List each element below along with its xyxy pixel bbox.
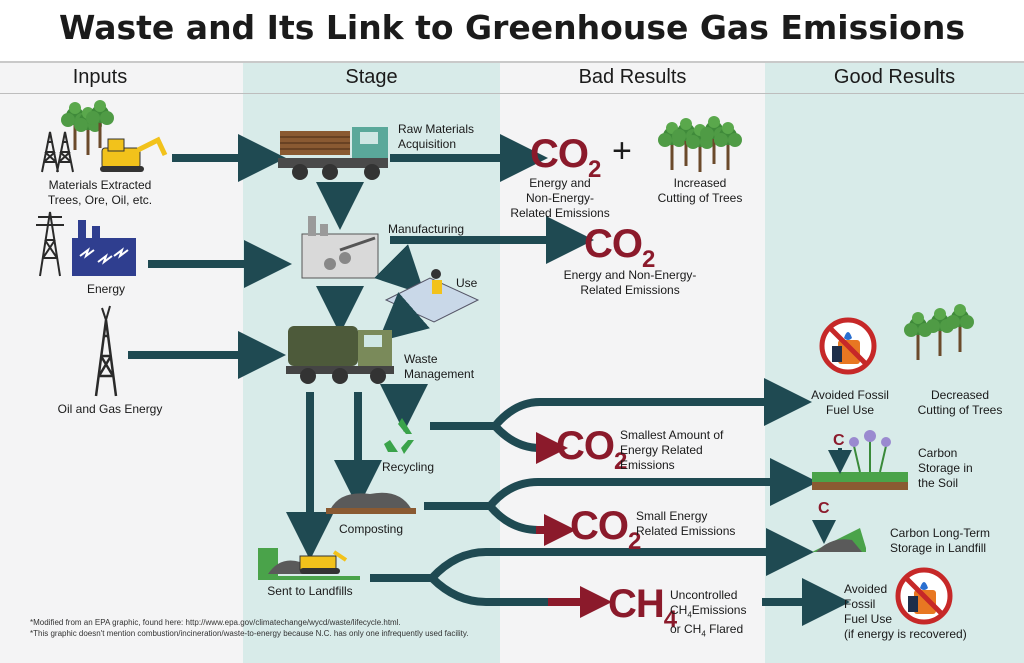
label-compost-emissions: Small Energy Related Emissions (636, 509, 736, 538)
label-sent-to-landfills: Sent to Landfills (267, 584, 353, 598)
label-use: Use (456, 276, 478, 290)
label-raw-materials: Raw Materials Acquisition (398, 122, 475, 151)
decreased-trees-icon (902, 302, 976, 362)
excavator-icon (100, 136, 168, 172)
co2-recycling: CO2 (556, 424, 628, 475)
bulldozer-landfill-icon (258, 548, 360, 580)
header-divider (0, 93, 1024, 94)
column-header-stage: Stage (345, 66, 398, 88)
no-fossil-fuel-icon (822, 320, 874, 372)
page-title: Waste and Its Link to Greenhouse Gas Emi… (59, 8, 965, 47)
label-energy: Energy (86, 282, 126, 296)
label-manufacturing-emissions: Energy and Non-Energy- Related Emissions (563, 268, 697, 297)
recycling-icon (384, 418, 414, 454)
label-waste-management: Waste Management (404, 352, 475, 381)
label-recycling: Recycling (381, 460, 435, 474)
column-header-bad-results: Bad Results (578, 66, 687, 88)
soil-flower-icon (812, 430, 908, 490)
column-header-good-results: Good Results (833, 66, 956, 88)
manufacturing-machine-icon (301, 216, 379, 279)
label-manufacturing: Manufacturing (388, 222, 465, 236)
label-avoided-fossil: Avoided Fossil Fuel Use (811, 388, 889, 417)
carbon-letter-landfill: C (818, 500, 830, 517)
label-landfill-emissions: Uncontrolled CH4Emissions or CH4 Flared (670, 588, 747, 639)
carbon-letter-soil: C (833, 432, 845, 449)
co2-composting: CO2 (570, 504, 642, 555)
label-oil-gas-energy: Oil and Gas Energy (57, 402, 163, 416)
label-recycling-emissions: Smallest Amount of Energy Related Emissi… (620, 428, 724, 472)
footnote-2: *This graphic doesn't mention combustion… (30, 629, 469, 638)
label-avoided-fossil-recovered: Avoided Fossil Fuel Use (if energy is re… (844, 582, 967, 641)
label-raw-emissions: Energy and Non-Energy- Related Emissions (510, 176, 610, 220)
label-carbon-landfill: Carbon Long-Term Storage in Landfill (890, 526, 991, 555)
column-header-inputs: Inputs (72, 66, 128, 88)
power-tower-icon (36, 211, 64, 277)
log-truck-icon (278, 127, 388, 180)
ch4-landfill: CH4 (608, 582, 678, 633)
co2-manufacturing: CO2 (584, 222, 656, 273)
label-carbon-soil: Carbon Storage in the Soil (918, 446, 973, 490)
plus-sign: + (612, 132, 632, 170)
oil-derrick-icon (94, 305, 118, 397)
oil-derricks-icon (41, 131, 74, 173)
co2-raw: CO2 (530, 132, 602, 183)
compost-pile-icon (326, 492, 416, 514)
increased-trees-icon (656, 114, 744, 174)
label-increased-trees: Increased Cutting of Trees (657, 176, 743, 205)
label-materials-extracted: Materials Extracted Trees, Ore, Oil, etc… (47, 178, 153, 207)
footnote-1: *Modified from an EPA graphic, found her… (30, 618, 401, 627)
label-composting: Composting (338, 522, 404, 536)
landfill-storage-icon (812, 520, 866, 552)
garbage-truck-icon (286, 326, 394, 384)
factory-icon (72, 220, 136, 276)
label-decreased-trees: Decreased Cutting of Trees (917, 388, 1003, 417)
title-divider (0, 61, 1024, 63)
